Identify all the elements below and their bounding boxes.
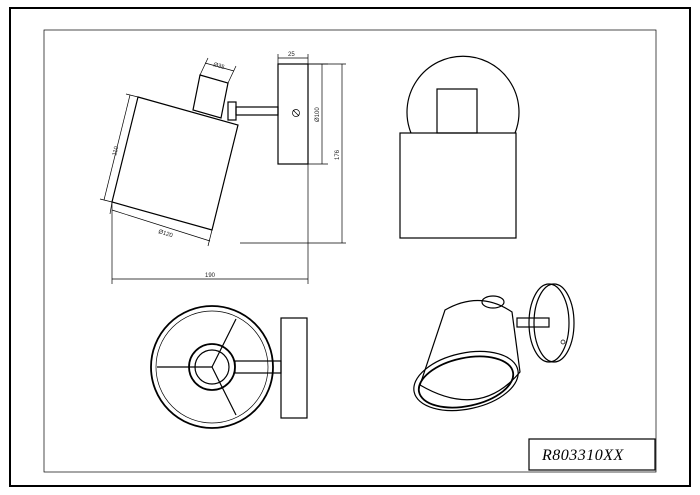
dim-overall-width: 190 bbox=[205, 273, 216, 279]
arm-bottom bbox=[234, 360, 282, 374]
isometric-view bbox=[413, 283, 575, 412]
outer-frame bbox=[9, 7, 691, 487]
arm bbox=[235, 106, 279, 116]
shade-rim-inner bbox=[155, 310, 269, 424]
lamp-holder-inner bbox=[194, 349, 230, 385]
arm-iso bbox=[516, 317, 550, 328]
shade-opening-outer bbox=[413, 350, 519, 412]
backplate-bottom bbox=[280, 317, 308, 419]
backplate-disc-face bbox=[528, 283, 570, 363]
dim-shade-height: 110 bbox=[112, 145, 120, 156]
screw-head bbox=[292, 109, 300, 117]
shade-opening-inner bbox=[417, 355, 515, 409]
front-view bbox=[399, 55, 520, 239]
dim-overall-height: 176 bbox=[335, 149, 341, 160]
bottom-view bbox=[150, 305, 308, 429]
side-view: Ø35 25 Ø100 176 110 Ø120 190 bbox=[99, 52, 346, 284]
title-block: R803310XX bbox=[528, 438, 656, 471]
dim-shade-top-diameter: Ø35 bbox=[212, 62, 225, 71]
backplate-disc-edge bbox=[533, 283, 575, 363]
shade-body-iso bbox=[419, 299, 521, 401]
dim-shade-diameter: Ø120 bbox=[157, 229, 173, 239]
dim-backplate-diameter: Ø100 bbox=[315, 107, 321, 122]
backplate-side bbox=[277, 63, 309, 165]
dim-backplate-depth: 25 bbox=[288, 52, 295, 58]
swivel-joint bbox=[227, 101, 237, 121]
shade-front bbox=[399, 132, 517, 239]
neck-iso bbox=[481, 295, 505, 309]
shade-rim-outer bbox=[150, 305, 274, 429]
inner-frame bbox=[43, 29, 657, 473]
shade-neck bbox=[192, 74, 229, 119]
product-code: R803310XX bbox=[541, 447, 625, 464]
neck-front bbox=[436, 88, 478, 134]
backplate-front bbox=[406, 55, 520, 134]
title-block-box bbox=[528, 438, 656, 471]
